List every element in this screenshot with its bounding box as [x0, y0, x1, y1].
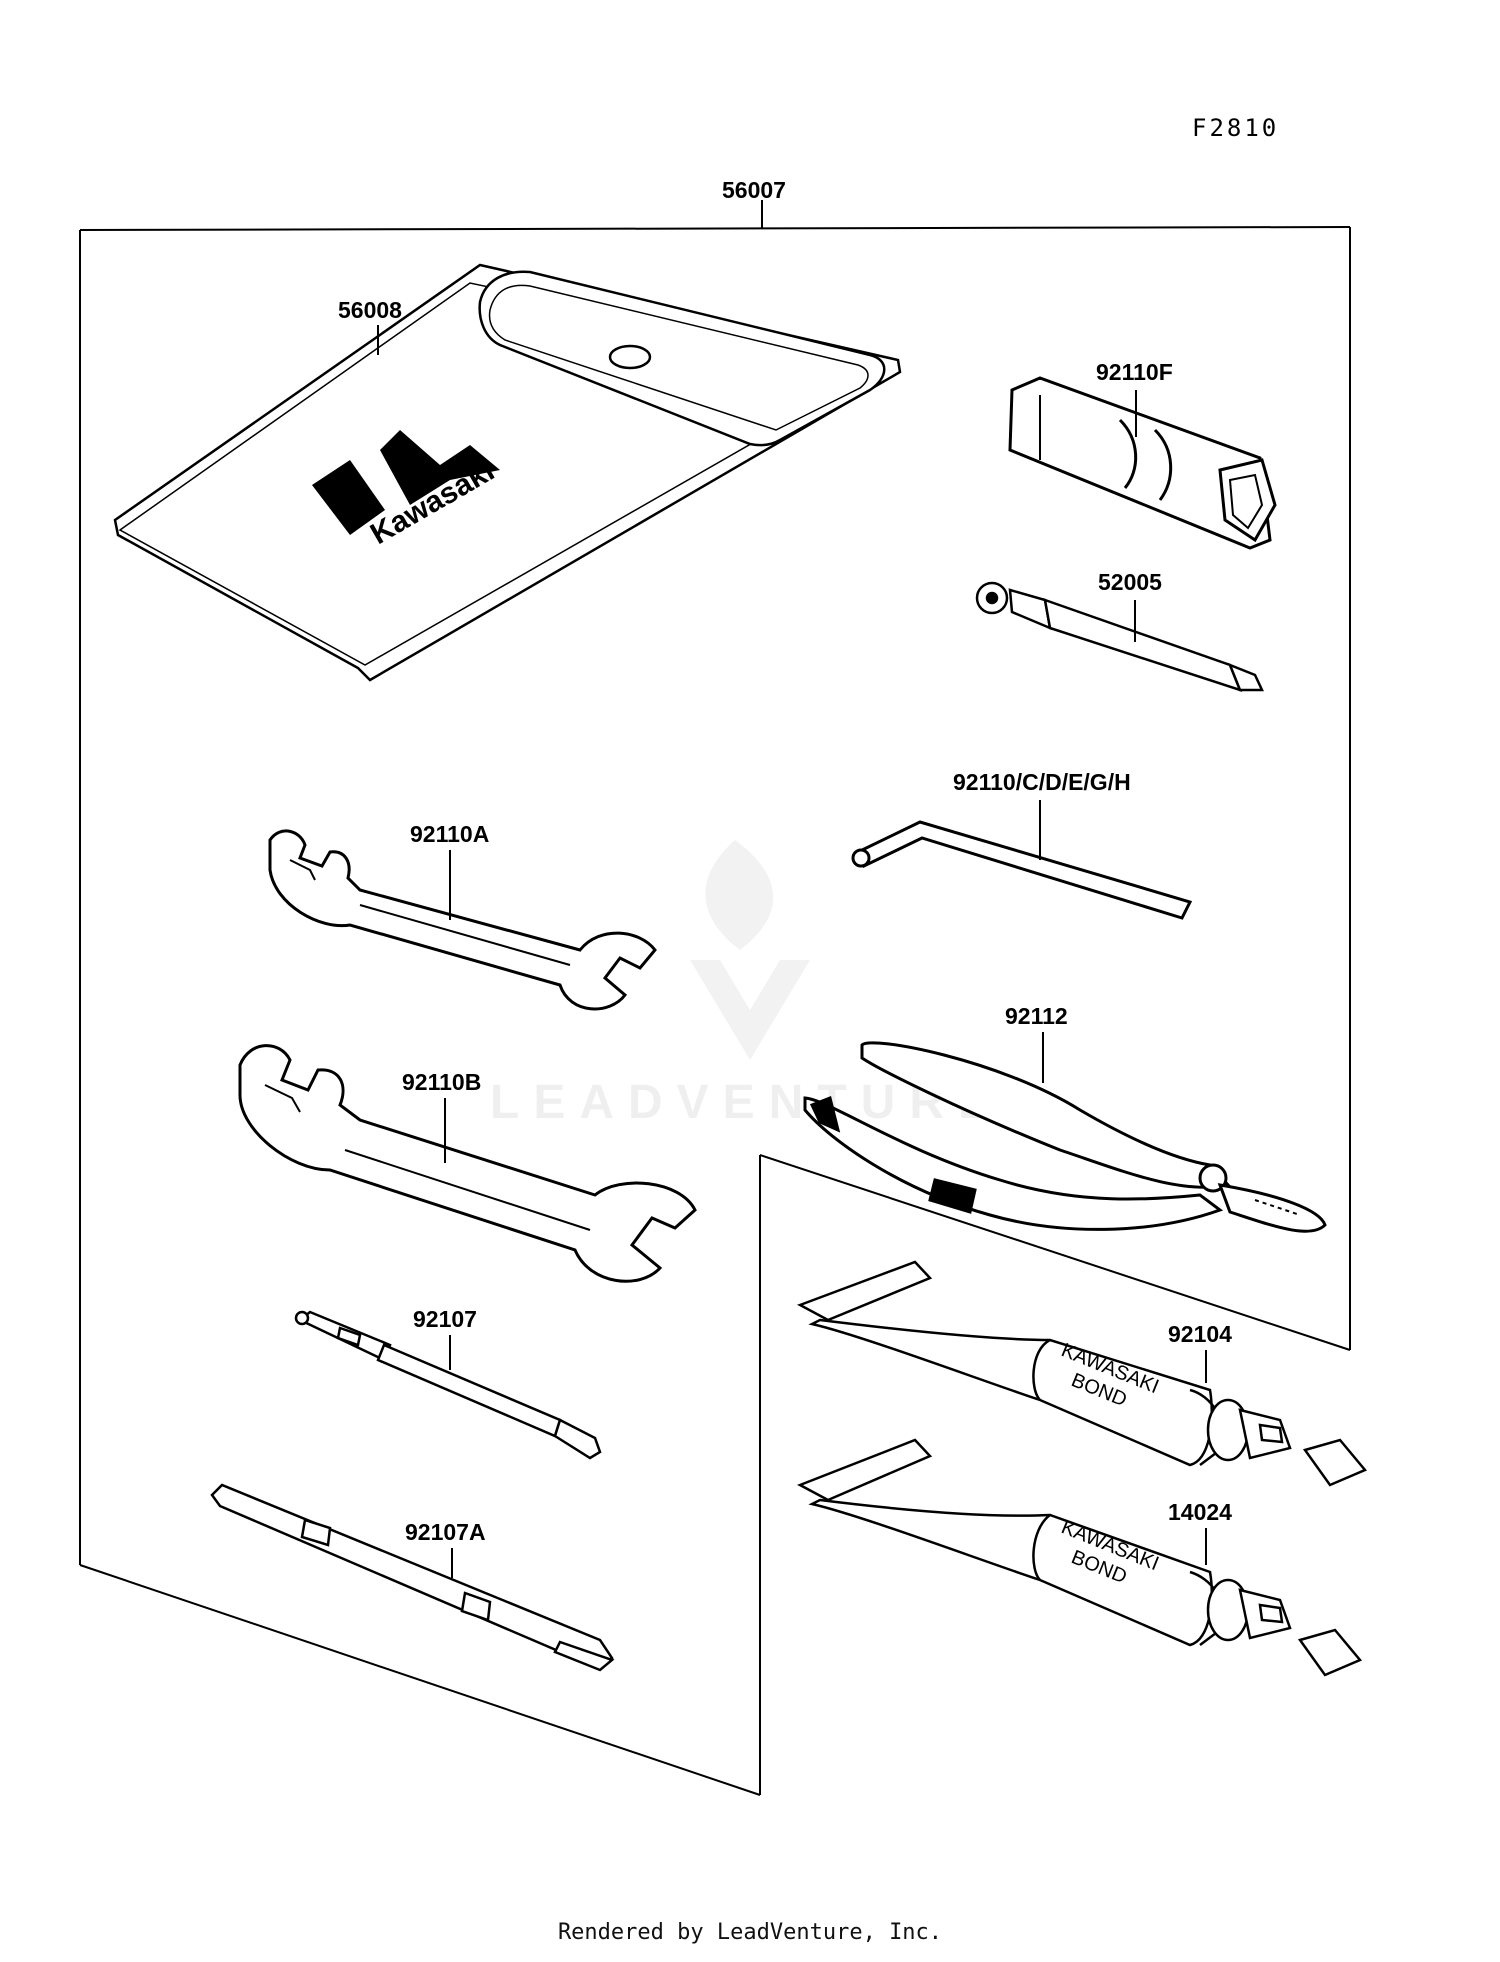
label-92107: 92107: [413, 1306, 477, 1332]
label-92110A: 92110A: [410, 821, 489, 847]
screwdriver-a: [210, 1483, 615, 1672]
figure-code: F2810: [1192, 114, 1279, 142]
bond-tube-2: KAWASAKI BOND: [797, 1438, 1363, 1677]
watermark-text: LEADVENTURE: [490, 1076, 1004, 1129]
footer-credit: Rendered by LeadVenture, Inc.: [557, 1920, 943, 1945]
hex-wrench: [851, 820, 1193, 920]
tool-kit-outline: [79, 200, 1351, 1796]
screwdriver: [294, 1310, 602, 1460]
label-92110B: 92110B: [402, 1069, 481, 1095]
label-92112: 92112: [1005, 1003, 1068, 1029]
label-56007: 56007: [722, 177, 786, 203]
label-92110F: 92110F: [1096, 359, 1173, 385]
wrench-a: [268, 829, 657, 1011]
pliers: [803, 1041, 1327, 1233]
handle-bar: [975, 581, 1264, 693]
tool-pouch: Kawasaki: [113, 263, 902, 682]
label-52005: 52005: [1098, 569, 1162, 595]
label-92107A: 92107A: [405, 1519, 486, 1545]
label-14024: 14024: [1168, 1499, 1232, 1525]
watermark: LEADVENTURE: [490, 840, 1004, 1129]
label-56008: 56008: [338, 297, 402, 323]
label-92110-CDEGH: 92110/C/D/E/G/H: [953, 769, 1131, 795]
plug-wrench: [1008, 376, 1277, 550]
label-92104: 92104: [1168, 1321, 1232, 1347]
wrench-b: [238, 1044, 697, 1283]
